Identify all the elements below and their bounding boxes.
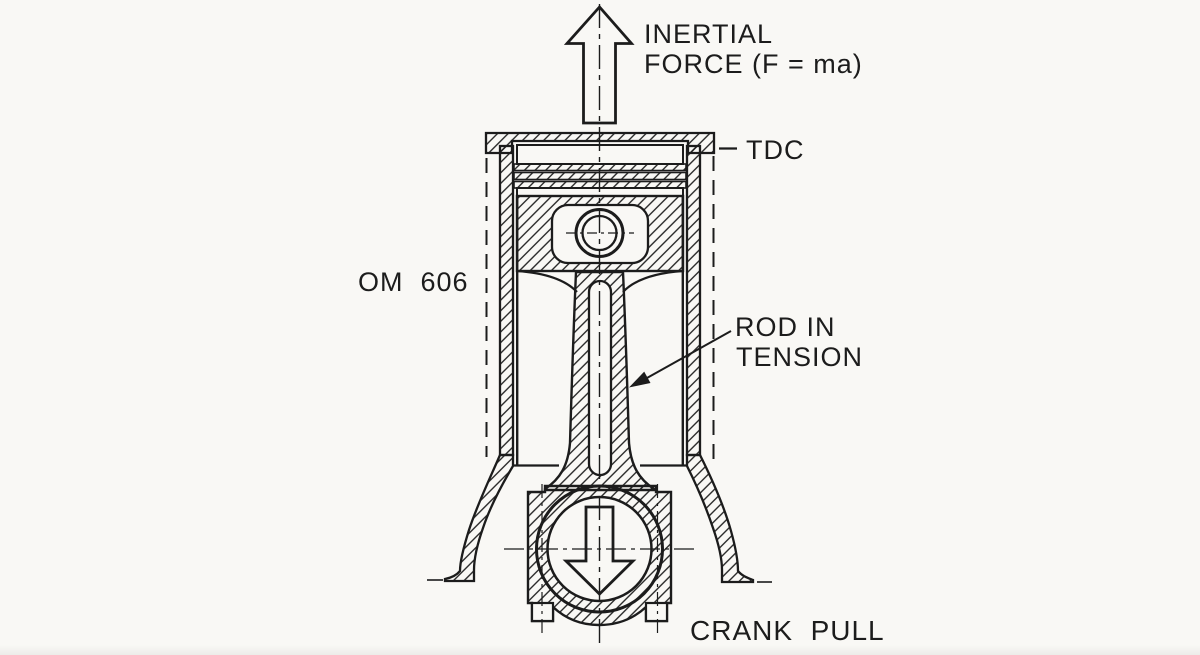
bore-dashed-lines [485, 156, 715, 460]
cylinder-walls [498, 144, 702, 457]
leader-lines [629, 147, 737, 388]
label-tdc: TDC [746, 135, 805, 165]
label-inertial-force-line2: FORCE (F = ma) [644, 49, 863, 79]
label-inertial-force-line1: INERTIAL [644, 19, 774, 49]
label-engine-model: OM 606 [358, 267, 469, 297]
label-rod-in-tension-line1: ROD IN [735, 312, 836, 342]
centerlines [427, 4, 772, 647]
rod-tension-leader [637, 330, 732, 384]
rod-tension-arrowhead [629, 371, 651, 388]
crankcase-flares [443, 453, 755, 584]
label-crank-pull: CRANK PULL [690, 615, 885, 646]
cylinder-deck [484, 131, 716, 155]
rod-bolt-right [644, 601, 669, 623]
label-rod-in-tension-line2: TENSION [736, 342, 864, 372]
